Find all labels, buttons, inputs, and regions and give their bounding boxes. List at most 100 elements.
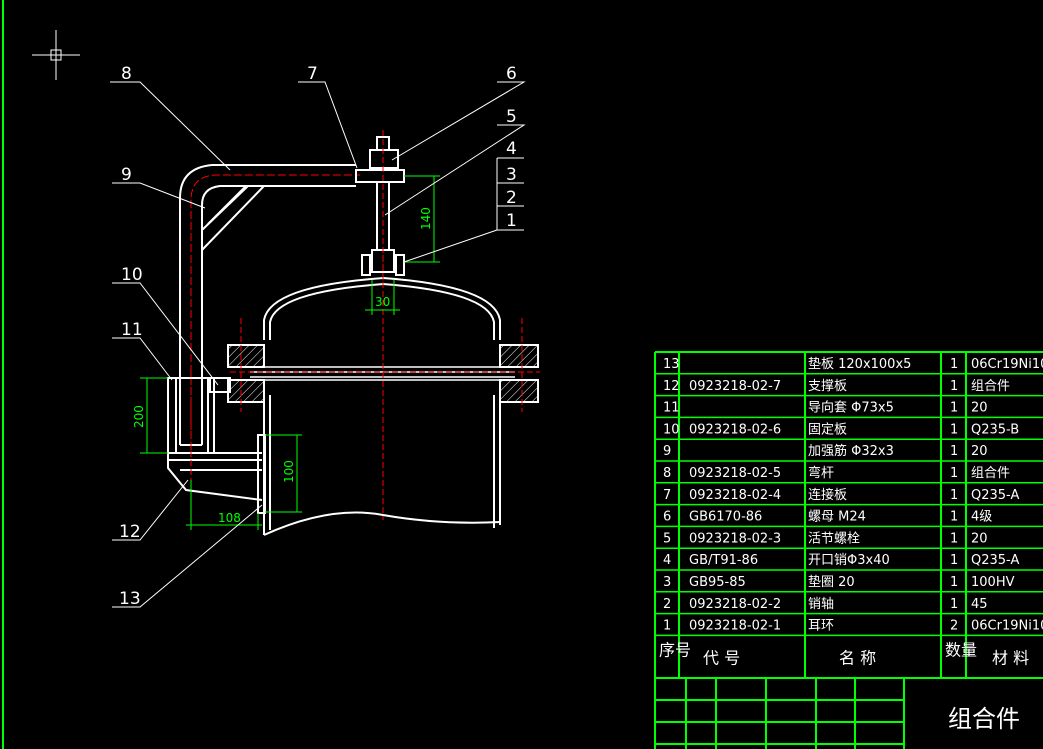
bom-row-name: 连接板 <box>808 487 847 503</box>
dim-200: 200 <box>132 405 146 428</box>
bom-row-material: 4级 <box>971 510 992 525</box>
crosshair-icon <box>32 30 80 80</box>
bom-row-name: 支撑板 <box>808 379 847 394</box>
bom-row-no: 11 <box>663 401 680 416</box>
bom-row-material: 20 <box>971 531 988 546</box>
bom-row-qty: 1 <box>950 597 958 612</box>
bom-header-name: 名 称 <box>839 648 876 667</box>
bom-row-material: 20 <box>971 401 988 416</box>
bom-header-code: 代 号 <box>703 648 740 667</box>
bom-row-material: 组合件 <box>971 379 1010 394</box>
bom-row-no: 8 <box>663 466 671 481</box>
bom-row-material: 组合件 <box>971 466 1010 481</box>
bom-row-material: 45 <box>971 597 988 612</box>
bom-row-code: 0923218-02-4 <box>689 488 781 503</box>
bom-row-no: 10 <box>663 422 680 437</box>
bom-row-code: 0923218-02-3 <box>689 531 781 546</box>
flange-left <box>227 344 265 403</box>
leader-label-10: 10 <box>121 265 143 285</box>
bom-row-qty: 1 <box>950 357 958 372</box>
bom-row-code: 0923218-02-1 <box>689 619 781 634</box>
bom-row-name: 加强筋 Φ32x3 <box>808 443 894 459</box>
bom-row-no: 13 <box>663 357 680 372</box>
leader-label-1: 1 <box>506 211 517 231</box>
bom-header-no: 序号 <box>659 640 691 659</box>
bom-row-no: 6 <box>663 510 671 525</box>
flange-right <box>499 344 539 403</box>
lower-support <box>167 377 266 514</box>
title-block <box>654 677 1043 749</box>
bom-row-name: 活节螺栓 <box>808 531 860 546</box>
bom-header-qty: 数量 <box>945 640 977 659</box>
bom-row-code: 0923218-02-6 <box>689 422 781 437</box>
bom-row-material: 20 <box>971 444 988 459</box>
bom-row-material: Q235-A <box>971 553 1019 568</box>
leader-label-4: 4 <box>506 139 517 159</box>
bom-row-material: Q235-B <box>971 422 1019 437</box>
bom-row-code: 0923218-02-7 <box>689 379 781 394</box>
bom-row-qty: 1 <box>950 531 958 546</box>
bom-row-qty: 1 <box>950 401 958 416</box>
bom-row-no: 7 <box>663 488 671 503</box>
bom-row-name: 垫圈 20 <box>808 574 855 590</box>
leader-label-13: 13 <box>119 589 141 609</box>
bom-row-name: 垫板 120x100x5 <box>808 356 911 372</box>
bom-row-no: 3 <box>663 575 671 590</box>
bom-row-qty: 1 <box>950 379 958 394</box>
bom-row-qty: 1 <box>950 466 958 481</box>
bom-row-code: 0923218-02-5 <box>689 466 781 481</box>
bom-row-no: 4 <box>663 553 671 568</box>
gusset-rib <box>201 185 265 251</box>
bom-row-material: 06Cr19Ni10 <box>971 619 1043 634</box>
bom-row-qty: 1 <box>950 553 958 568</box>
bom-row-qty: 1 <box>950 422 958 437</box>
leader-label-3: 3 <box>506 165 517 185</box>
drawing-title: 组合件 <box>948 705 1020 733</box>
bom-row-name: 导向套 Φ73x5 <box>808 400 894 416</box>
bom-row-no: 12 <box>663 379 680 394</box>
bom-row-code: GB/T91-86 <box>689 553 758 568</box>
bom-row-qty: 1 <box>950 444 958 459</box>
bom-row-no: 5 <box>663 531 671 546</box>
bom-row-no: 2 <box>663 597 671 612</box>
bent-rod <box>179 164 356 446</box>
dim-140: 140 <box>419 207 433 230</box>
leader-label-7: 7 <box>307 64 318 84</box>
leader-lines <box>110 81 526 608</box>
bom-row-name: 耳环 <box>808 619 834 634</box>
bom-row-name: 固定板 <box>808 422 847 437</box>
bom-row-material: 06Cr19Ni10 <box>971 357 1043 372</box>
dimension-lines <box>140 175 440 530</box>
dim-108: 108 <box>218 511 241 525</box>
dim-30: 30 <box>375 295 390 309</box>
bom-row-code: 0923218-02-2 <box>689 597 781 612</box>
leader-label-9: 9 <box>121 165 132 185</box>
bent-rod-centerline <box>190 174 360 450</box>
bom-row-qty: 1 <box>950 575 958 590</box>
bom-row-code: GB6170-86 <box>689 510 762 525</box>
bom-row-name: 开口销Φ3x40 <box>808 553 890 568</box>
bom-row-qty: 1 <box>950 510 958 525</box>
leader-label-11: 11 <box>121 320 143 340</box>
leader-label-2: 2 <box>506 188 517 208</box>
leader-label-8: 8 <box>121 64 132 84</box>
dim-100: 100 <box>282 460 296 483</box>
bom-row-qty: 2 <box>950 619 958 634</box>
leader-label-5: 5 <box>506 107 517 127</box>
bom-row-material: Q235-A <box>971 488 1019 503</box>
flange-bolt-centerlines <box>230 255 540 520</box>
bom-row-no: 9 <box>663 444 671 459</box>
bom-row-material: 100HV <box>971 575 1015 590</box>
bom-row-name: 销轴 <box>808 597 834 612</box>
bom-row-no: 1 <box>663 619 671 634</box>
bom-row-qty: 1 <box>950 488 958 503</box>
leader-label-6: 6 <box>506 64 517 84</box>
leader-label-12: 12 <box>119 522 141 542</box>
bom-row-name: 弯杆 <box>808 465 834 481</box>
bom-row-name: 螺母 M24 <box>808 510 866 525</box>
vessel-assembly <box>263 276 501 536</box>
bom-row-code: GB95-85 <box>689 575 746 590</box>
bom-header-material: 材 料 <box>992 648 1029 667</box>
